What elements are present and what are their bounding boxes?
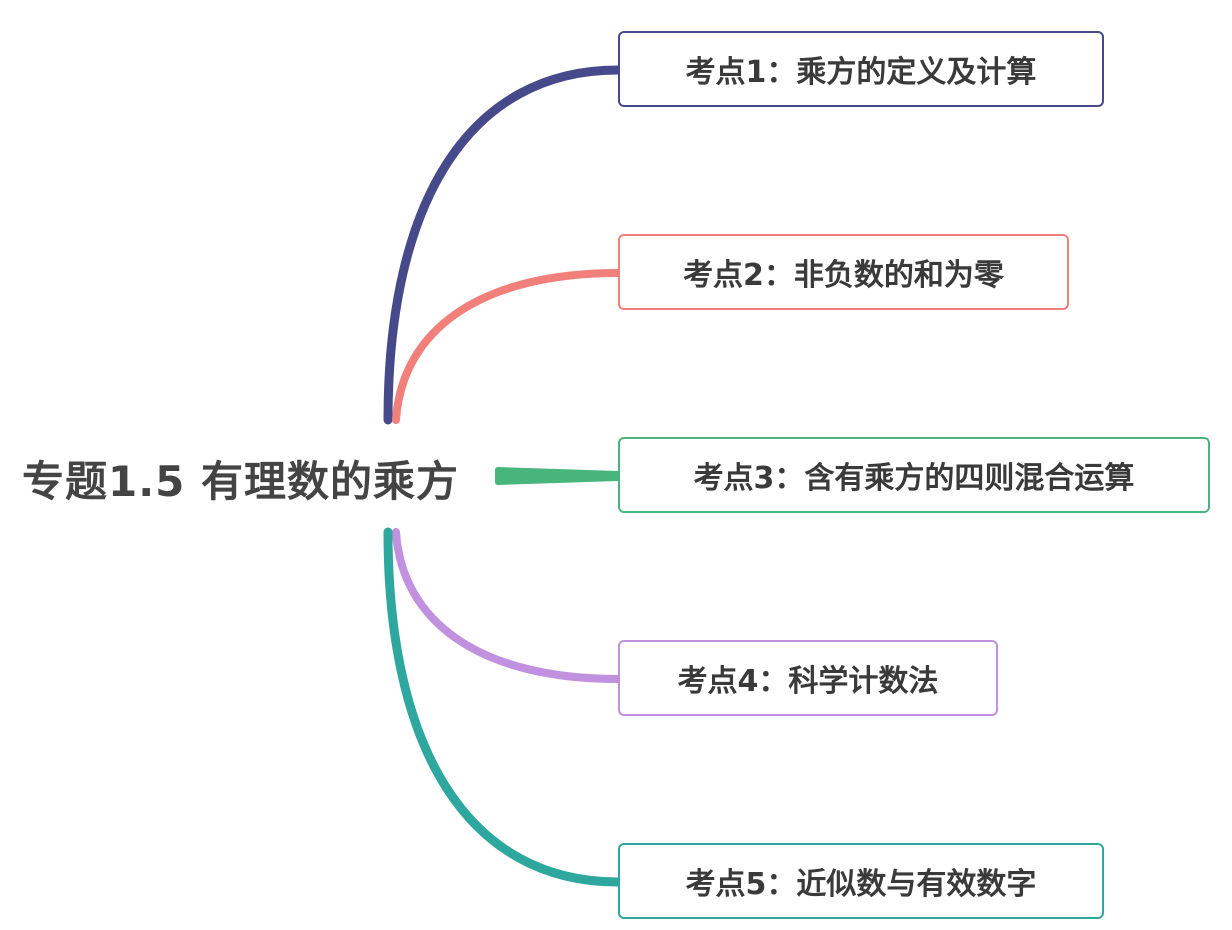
root-topic[interactable]: 专题1.5 有理数的乘方 [22,457,460,506]
connector-1 [383,65,623,425]
connector-4 [392,528,622,683]
connector-3 [495,467,621,485]
connector-5 [383,527,623,887]
connector-2 [392,269,622,424]
branch-node-3[interactable]: 考点3：含有乘方的四则混合运算 [618,437,1210,513]
branch-node-1[interactable]: 考点1：乘方的定义及计算 [618,31,1104,107]
branch-node-5[interactable]: 考点5：近似数与有效数字 [618,843,1104,919]
branch-node-2[interactable]: 考点2：非负数的和为零 [618,234,1069,310]
branch-node-4[interactable]: 考点4：科学计数法 [618,640,998,716]
